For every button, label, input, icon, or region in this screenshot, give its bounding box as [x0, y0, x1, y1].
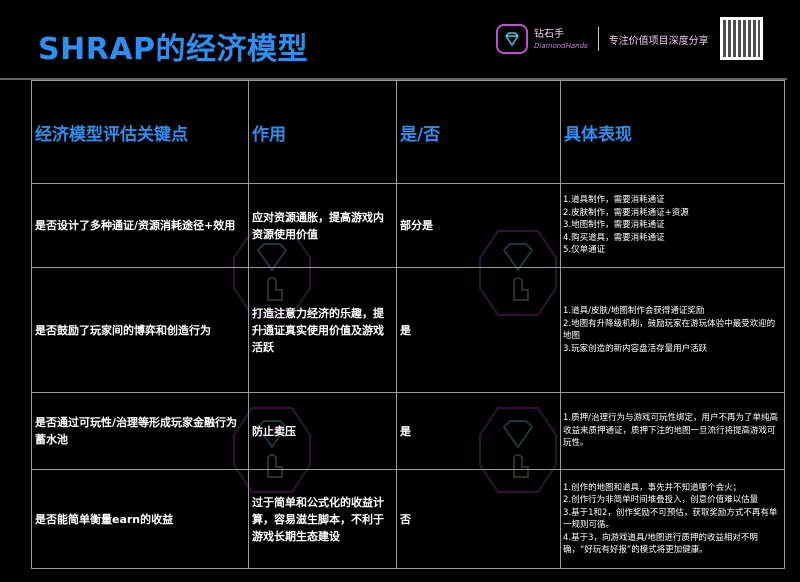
divider	[597, 27, 599, 51]
detail-item: 4.购买道具，需要消耗通证	[563, 232, 665, 243]
cell-yn: 是	[396, 267, 561, 393]
detail-item: 4.基于3，向游戏道具/地图进行质押的收益相对不明确，“好玩有好报”的模式将更加…	[563, 532, 758, 556]
cell-yn: 是	[396, 392, 561, 470]
detail-item: 3.地图制作，需要消耗通证	[563, 220, 665, 231]
header-key-point: 经济模型评估关键点	[31, 80, 249, 184]
table-row: 是否鼓励了玩家间的博弈和创造行为 打造注意力经济的乐趣，提升通证真实使用价值及游…	[31, 267, 785, 393]
detail-item: 5.仅单通证	[563, 245, 606, 256]
cell-role: 打造注意力经济的乐趣，提升通证真实使用价值及游戏活跃	[248, 267, 397, 393]
brand-sub: DiamondHands	[534, 41, 588, 50]
cell-details: 1.创作的地图和道具，事先并不知道哪个会火； 2.创作行为非简单时间堆叠投入，创…	[560, 469, 785, 569]
detail-item: 1.质押/治理行为与游戏可玩性绑定，用户不再为了单纯高收益来质押通证，质押下注的…	[563, 413, 778, 449]
detail-item: 2.地图有升降级机制，鼓励玩家在游玩体验中最受欢迎的地图	[563, 318, 776, 342]
diamond-hand-icon	[496, 24, 528, 54]
cell-point: 是否能简单衡量earn的收益	[31, 469, 249, 569]
economic-model-table: 经济模型评估关键点 作用 是/否 具体表现 是否设计了多种通证/资源消耗途径+效…	[31, 80, 785, 569]
cell-role: 防止卖压	[248, 392, 397, 470]
detail-item: 2.创作行为非简单时间堆叠投入，创意价值难以估量	[563, 495, 759, 505]
table-header: 经济模型评估关键点 作用 是/否 具体表现	[31, 80, 785, 184]
table-row: 是否通过可玩性/治理等形成玩家金融行为蓄水池 防止卖压 是 1.质押/治理行为与…	[31, 392, 785, 470]
detail-item: 1.创作的地图和道具，事先并不知道哪个会火；	[563, 482, 742, 493]
cell-point: 是否设计了多种通证/资源消耗途径+效用	[31, 183, 249, 268]
divider	[0, 78, 787, 80]
cell-details: 1.道具制作，需要消耗通证 2.皮肤制作，需要消耗通证+资源 3.地图制作，需要…	[560, 183, 785, 268]
detail-item: 2.皮肤制作，需要消耗通证+资源	[563, 207, 689, 218]
header-details: 具体表现	[560, 80, 785, 184]
cell-point: 是否鼓励了玩家间的博弈和创造行为	[31, 267, 249, 393]
cell-yn: 否	[396, 469, 561, 569]
table-row: 是否能简单衡量earn的收益 过于简单和公式化的收益计算，容易滋生脚本，不利于游…	[31, 469, 785, 569]
cell-role: 过于简单和公式化的收益计算，容易滋生脚本，不利于游戏长期生态建设	[248, 469, 397, 569]
cell-details: 1.道具/皮肤/地图制作会获得通证奖励 2.地图有升降级机制，鼓励玩家在游玩体验…	[560, 267, 785, 393]
detail-item: 3.基于1和2，创作奖励不可预估，获取奖励方式不再有单一规则可循。	[563, 507, 778, 531]
detail-item: 1.道具制作，需要消耗通证	[563, 195, 665, 206]
cell-role: 应对资源通胀，提高游戏内资源使用价值	[248, 183, 397, 268]
qr-code	[720, 17, 763, 60]
brand-slogan: 专注价值项目深度分享	[608, 35, 709, 47]
cell-yn: 部分是	[396, 183, 561, 268]
detail-item: 3.玩家创造的新内容盘活存量用户活跃	[563, 343, 708, 354]
header-role: 作用	[248, 80, 397, 184]
cell-details: 1.质押/治理行为与游戏可玩性绑定，用户不再为了单纯高收益来质押通证，质押下注的…	[560, 392, 785, 470]
detail-item: 1.道具/皮肤/地图制作会获得通证奖励	[563, 306, 705, 316]
cell-point: 是否通过可玩性/治理等形成玩家金融行为蓄水池	[31, 392, 249, 470]
table-row: 是否设计了多种通证/资源消耗途径+效用 应对资源通胀，提高游戏内资源使用价值 部…	[31, 183, 785, 268]
page-title: SHRAP的经济模型	[38, 32, 309, 67]
header-yes-no: 是/否	[396, 80, 561, 184]
brand-name: 钻石手	[534, 28, 564, 40]
